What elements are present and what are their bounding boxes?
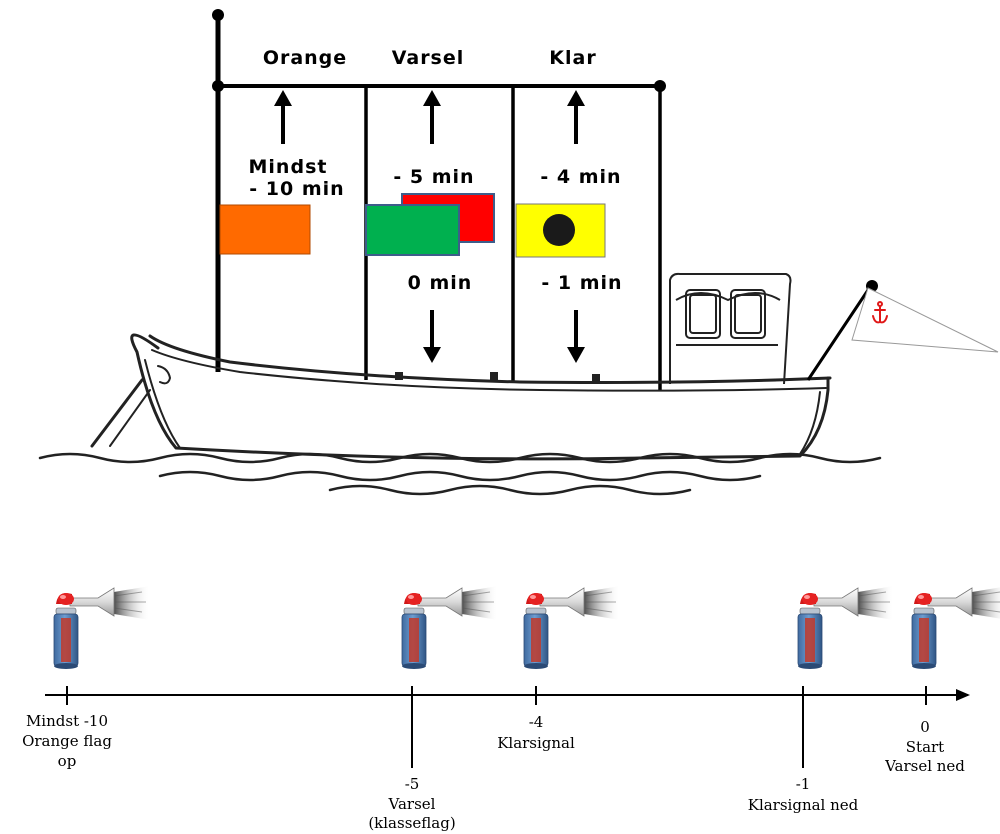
class-flag-green [365, 204, 460, 256]
horn-row [53, 585, 1000, 670]
orange-flag [219, 204, 311, 255]
tick-label: -5 [405, 775, 420, 793]
klar-flag [515, 203, 606, 258]
arrow-up-icon [567, 90, 585, 144]
tick-label: -4 [529, 713, 544, 731]
tick-label: -1 [796, 775, 811, 793]
tick-label: 0 [920, 718, 930, 736]
varsel-down-time: 0 min [408, 272, 473, 294]
orange-time-line2: - 10 min [249, 178, 344, 200]
varsel-up-time: - 5 min [393, 166, 474, 188]
air-horn-icon [523, 585, 621, 670]
arrow-down-icon [423, 310, 441, 363]
timeline: Mindst -10 Orange flag op -5 Varsel (kla… [22, 686, 970, 832]
tick-label: Varsel [388, 795, 436, 813]
air-horn-icon [53, 585, 151, 670]
arrow-up-icon [423, 90, 441, 144]
tick-label: Start [906, 738, 944, 756]
boat-hull [90, 333, 832, 461]
klar-up-time: - 4 min [540, 166, 621, 188]
tick-label: Klarsignal [497, 734, 575, 752]
header-varsel: Varsel [392, 47, 465, 69]
tick-label: op [58, 752, 77, 770]
tick-label: Orange flag [22, 732, 112, 750]
arrow-down-icon [567, 310, 585, 363]
header-klar: Klar [549, 47, 596, 69]
air-horn-icon [797, 585, 895, 670]
air-horn-icon [401, 585, 499, 670]
tick-label: Klarsignal ned [748, 796, 859, 814]
black-dot-icon [543, 214, 575, 246]
boat-cabin [669, 272, 792, 385]
signal-boat: Orange Varsel Klar Mindst - 10 min - 5 m… [38, 9, 999, 496]
air-horn-icon [911, 585, 1000, 670]
tick-label: Varsel ned [884, 757, 965, 775]
water-waves [38, 452, 882, 496]
header-orange: Orange [263, 47, 347, 69]
anchor-icon [872, 301, 888, 324]
tick-label: (klasseflag) [368, 814, 455, 832]
klar-down-time: - 1 min [541, 272, 622, 294]
orange-time-line1: Mindst [249, 156, 328, 178]
mast-top-knob [212, 9, 224, 21]
bow-pennant [806, 280, 999, 381]
arrow-up-icon [274, 90, 292, 144]
tick-label: Mindst -10 [26, 712, 108, 730]
